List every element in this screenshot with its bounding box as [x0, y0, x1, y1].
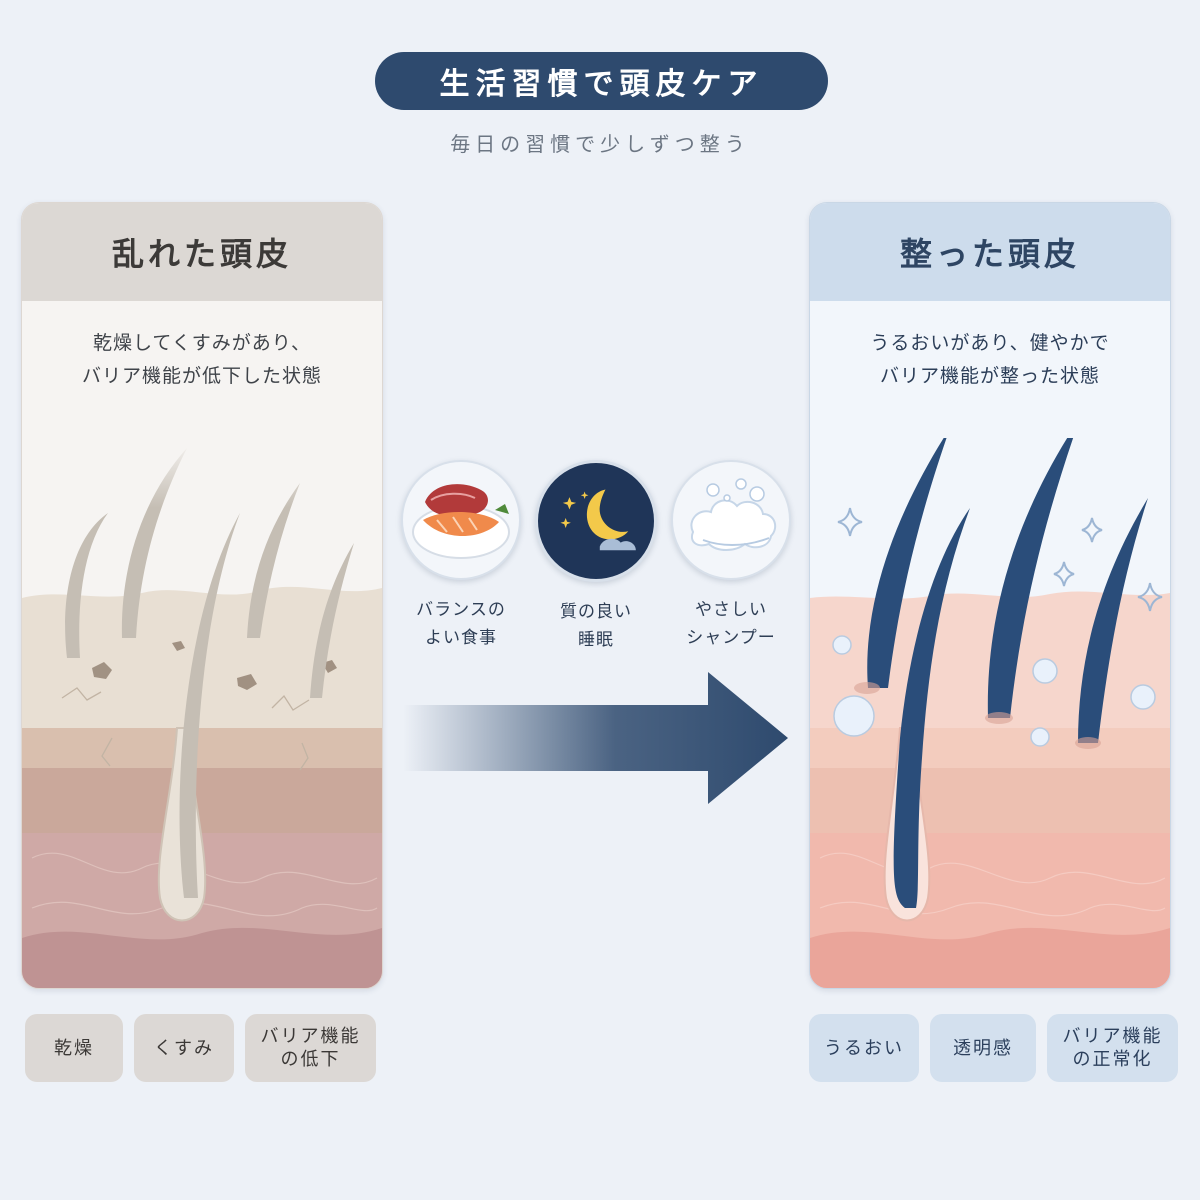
tag-barrier-normal-line-1: バリア機能	[1062, 1026, 1163, 1047]
damaged-scalp-illustration	[22, 438, 382, 988]
meal-icon	[401, 460, 521, 580]
tag-dullness: くすみ	[134, 1014, 234, 1082]
healthy-scalp-illustration	[810, 438, 1170, 988]
healthy-scalp-panel: 整った頭皮 うるおいがあり、健やかで バリア機能が整った状態	[809, 202, 1171, 989]
damaged-scalp-title: 乱れた頭皮	[22, 203, 382, 301]
healthy-desc-line-1: うるおいがあり、健やかで	[870, 332, 1110, 354]
tissue-lines	[819, 852, 1166, 917]
tag-dryness: 乾燥	[25, 1014, 123, 1082]
habit-meal-label: バランスの よい食事	[399, 596, 523, 652]
page-title: 生活習慣で頭皮ケア	[439, 67, 764, 102]
tag-moisture: うるおい	[809, 1014, 919, 1082]
title-badge: 生活習慣で頭皮ケア	[375, 52, 828, 110]
foam-icon	[671, 460, 791, 580]
tag-barrier-decline-line-1: バリア機能	[260, 1026, 361, 1047]
tag-clarity: 透明感	[930, 1014, 1036, 1082]
damaged-desc-line-1: 乾燥してくすみがあり、	[92, 332, 312, 354]
tag-barrier-decline: バリア機能 の低下	[245, 1014, 376, 1082]
damaged-scalp-description: 乾燥してくすみがあり、 バリア機能が低下した状態	[22, 327, 382, 393]
transition-arrow	[403, 672, 788, 804]
habit-balanced-meal: バランスの よい食事	[399, 460, 523, 652]
habit-meal-line-2: よい食事	[425, 628, 497, 648]
tag-clarity-line-1: 透明感	[953, 1037, 1013, 1059]
upper-dermis-layer	[810, 768, 1170, 833]
fat-layer	[810, 927, 1170, 988]
upper-dermis-layer	[22, 768, 382, 833]
habit-sleep-line-1: 質の良い	[560, 602, 632, 622]
healthy-scalp-description: うるおいがあり、健やかで バリア機能が整った状態	[810, 327, 1170, 393]
habit-shampoo-line-1: やさしい	[695, 600, 767, 620]
healthy-hairs	[867, 438, 1148, 908]
habit-sleep-label: 質の良い 睡眠	[534, 598, 658, 654]
healthy-desc-line-2: バリア機能が整った状態	[879, 365, 1100, 387]
moisture-droplets	[832, 635, 1156, 747]
fat-layer	[22, 927, 382, 988]
page-subtitle: 毎日の習慣で少しずつ整う	[450, 132, 750, 156]
tag-barrier-normal-line-2: の正常化	[1072, 1049, 1153, 1070]
habit-sleep-line-2: 睡眠	[578, 630, 614, 650]
sparkle-icons	[837, 507, 1163, 612]
habit-meal-line-1: バランスの	[416, 600, 506, 620]
healthy-scalp-title: 整った頭皮	[810, 203, 1170, 301]
habit-shampoo-label: やさしい シャンプー	[669, 596, 793, 652]
dry-hairs	[65, 448, 354, 898]
skin-cracks	[61, 687, 310, 771]
damaged-scalp-panel: 乱れた頭皮 乾燥してくすみがあり、 バリア機能が低下した状態	[21, 202, 383, 989]
tag-dullness-line-1: くすみ	[154, 1037, 214, 1059]
habit-gentle-shampoo: やさしい シャンプー	[669, 460, 793, 652]
habit-quality-sleep: 質の良い 睡眠	[534, 460, 658, 654]
tag-dryness-line-1: 乾燥	[54, 1037, 94, 1059]
habit-shampoo-line-2: シャンプー	[686, 628, 776, 648]
tag-barrier-decline-line-2: の低下	[280, 1049, 341, 1070]
dry-flakes	[92, 641, 337, 690]
damaged-desc-line-2: バリア機能が低下した状態	[81, 365, 322, 387]
tag-barrier-normal: バリア機能 の正常化	[1047, 1014, 1178, 1082]
tag-moisture-line-1: うるおい	[824, 1037, 904, 1059]
moon-icon	[535, 460, 657, 582]
epidermis-band	[22, 728, 382, 768]
